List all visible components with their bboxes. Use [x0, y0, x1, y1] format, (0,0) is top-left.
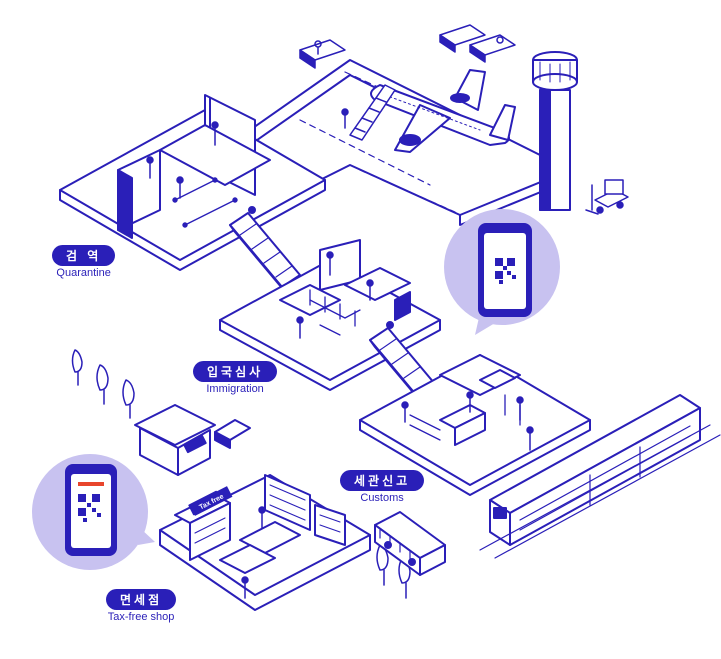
control-tower-icon — [532, 51, 578, 211]
boarding-stairs — [349, 84, 396, 141]
airport-shuttle-vehicle — [214, 419, 251, 449]
quarantine-floor — [59, 94, 326, 271]
officer-figure — [296, 251, 374, 339]
smartphone-qr-icon — [478, 223, 532, 317]
bus-icon — [374, 511, 446, 576]
tree-icon — [71, 349, 411, 599]
label-quarantine-en: Quarantine — [56, 267, 111, 279]
ground-staff-figure — [341, 108, 349, 129]
qr-bubble-customs — [444, 209, 560, 335]
qr-bubble-dutyfree — [32, 454, 155, 570]
traveler-figure — [146, 121, 219, 199]
airplane-icon — [370, 69, 516, 153]
label-dutyfree-ko: 면세점 — [106, 589, 177, 610]
label-customs-en: Customs — [360, 492, 404, 504]
forklift-icon — [585, 179, 629, 215]
label-quarantine: 검 역 Quarantine — [52, 245, 116, 279]
smartphone-qr-icon — [65, 464, 117, 556]
train-icon — [479, 394, 721, 559]
label-customs: 세관신고 Customs — [340, 470, 425, 504]
dutyfree-floor — [159, 474, 371, 611]
label-dutyfree-en: Tax-free shop — [107, 611, 175, 623]
label-immigration-en: Immigration — [206, 383, 264, 395]
label-customs-ko: 세관신고 — [340, 470, 425, 491]
shopper-figure — [241, 506, 266, 599]
customs-floor — [359, 354, 591, 496]
label-immigration: 입국심사 Immigration — [193, 361, 278, 395]
label-immigration-ko: 입국심사 — [193, 361, 278, 382]
label-quarantine-ko: 검 역 — [52, 245, 116, 266]
info-kiosk — [134, 404, 216, 476]
escalator-icon — [229, 206, 301, 295]
baggage-cart-icon — [299, 24, 516, 69]
traveler-figure — [401, 391, 534, 451]
label-dutyfree: 면세점 Tax-free shop — [106, 589, 177, 623]
